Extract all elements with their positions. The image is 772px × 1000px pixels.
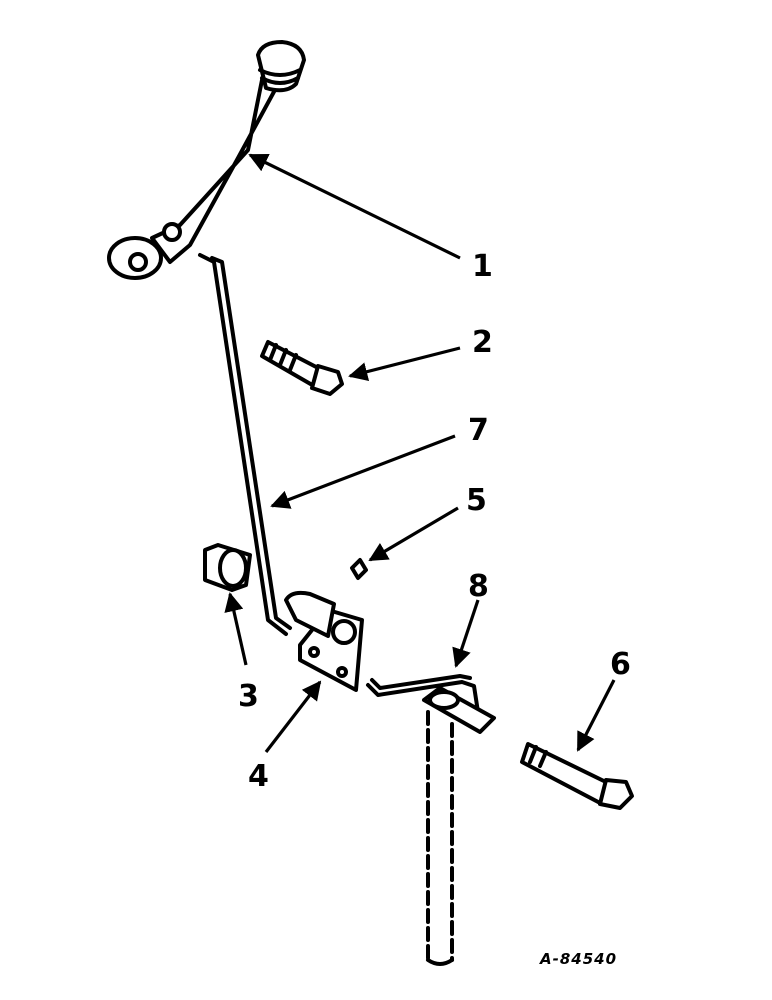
leader-4: [264, 680, 322, 753]
callout-6: 6: [610, 647, 631, 682]
leader-3: [224, 592, 248, 666]
part-8-bent-rod: [366, 674, 480, 714]
callout-7: 7: [468, 413, 489, 448]
callout-5: 5: [466, 483, 487, 518]
callout-2: 2: [472, 325, 493, 360]
leader-6: [576, 679, 616, 752]
callout-8: 8: [468, 569, 489, 604]
callout-4: 4: [248, 759, 269, 794]
callout-1: 1: [472, 249, 493, 284]
callout-3: 3: [238, 679, 259, 714]
reference-number: A-84540: [539, 950, 617, 968]
leader-1: [248, 153, 461, 260]
part-3-bushing: [203, 543, 252, 592]
part-4-bracket: [284, 590, 364, 692]
part-2-bolt: [260, 340, 344, 396]
part-7-rod: [198, 253, 292, 636]
leader-7: [270, 434, 456, 509]
leader-2: [348, 346, 461, 382]
part-1-control-lever: [107, 40, 306, 280]
leader-5: [368, 506, 459, 562]
leader-8: [452, 599, 480, 668]
part-5-pin: [350, 558, 368, 580]
shaft-assembly: [422, 686, 496, 966]
part-6-bolt: [520, 742, 634, 810]
